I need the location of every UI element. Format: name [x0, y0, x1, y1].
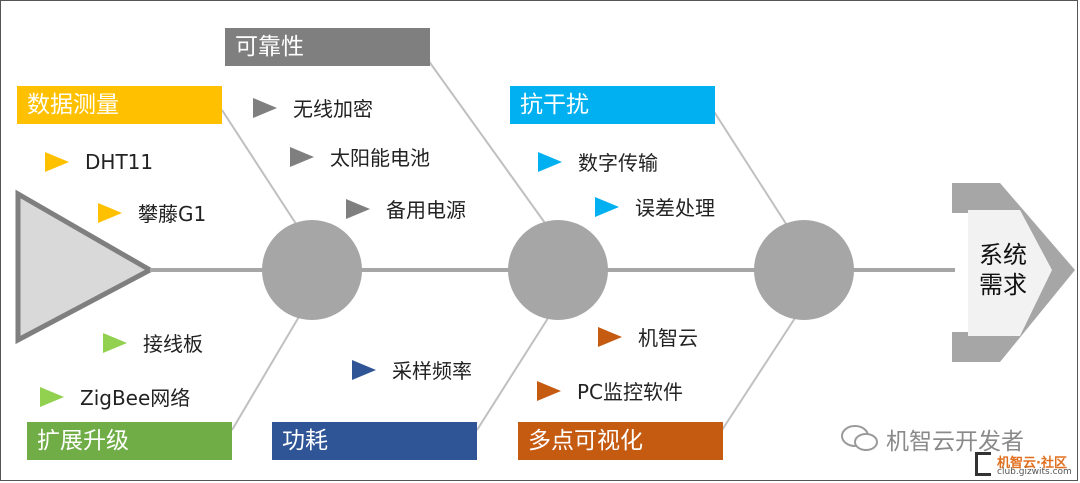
site-name: 机智云·社区 — [997, 456, 1067, 471]
fish-tail — [15, 189, 156, 345]
category-expansion: 扩展升级 — [27, 422, 232, 460]
category-reliability: 可靠性 — [225, 28, 430, 66]
item-label: 机智云 — [638, 326, 698, 350]
triangle-marker-icon — [40, 386, 64, 407]
category-power-label: 功耗 — [282, 427, 328, 454]
fish-head-inner — [968, 210, 1052, 336]
category-visualization: 多点可视化 — [518, 422, 723, 460]
bone-visualization — [721, 314, 798, 431]
item-label: 采样频率 — [392, 359, 472, 383]
triangle-marker-icon — [290, 146, 314, 167]
head-label-line2: 需求 — [979, 271, 1027, 299]
category-visualization-label: 多点可视化 — [528, 427, 643, 454]
item-label: 数字传输 — [578, 151, 658, 175]
triangle-marker-icon — [538, 151, 562, 172]
watermark-brand: 机智云开发者 — [886, 429, 1024, 455]
triangle-marker-icon — [253, 97, 277, 118]
triangle-marker-icon — [352, 359, 376, 380]
item-terminal-board: 接线板 — [103, 328, 203, 357]
item-pc-monitor-software: PC监控软件 — [537, 376, 683, 405]
triangle-marker-icon — [598, 326, 622, 347]
item-error-handling: 误差处理 — [595, 192, 715, 221]
category-reliability-label: 可靠性 — [235, 33, 304, 60]
item-label: PC监控软件 — [577, 380, 684, 404]
item-label: 备用电源 — [386, 198, 466, 222]
triangle-marker-icon — [45, 152, 69, 172]
item-gizwits-cloud: 机智云 — [598, 322, 698, 351]
item-label: 无线加密 — [293, 97, 373, 121]
item-backup-power: 备用电源 — [346, 194, 466, 223]
item-label: 攀藤G1 — [138, 202, 207, 226]
triangle-marker-icon — [103, 332, 127, 353]
triangle-marker-icon — [537, 380, 561, 401]
node-circle-3 — [754, 220, 854, 320]
item-label: DHT11 — [85, 150, 154, 174]
bone-power — [476, 314, 551, 431]
bone-data-measure — [221, 109, 301, 231]
wechat-icon — [841, 425, 878, 451]
item-wireless-encryption: 无线加密 — [253, 93, 373, 122]
item-digital-transmission: 数字传输 — [538, 147, 658, 176]
triangle-marker-icon — [98, 202, 122, 223]
node-circle-2 — [508, 220, 608, 320]
item-label: 太阳能电池 — [330, 146, 430, 170]
item-sampling-rate: 采样频率 — [352, 355, 472, 384]
category-data-measure-label: 数据测量 — [27, 91, 119, 118]
triangle-marker-icon — [346, 198, 370, 219]
bone-anti-interference — [712, 109, 791, 231]
site-url: club.gizwits.com — [997, 467, 1072, 477]
category-power: 功耗 — [272, 422, 477, 460]
category-expansion-label: 扩展升级 — [37, 427, 129, 454]
category-anti-interference: 抗干扰 — [510, 86, 715, 124]
item-dht11: DHT11 — [45, 150, 153, 174]
bone-reliability — [427, 59, 551, 231]
triangle-marker-icon — [595, 196, 619, 217]
item-label: 接线板 — [143, 332, 203, 356]
item-label: ZigBee网络 — [80, 386, 191, 410]
bone-expansion — [231, 314, 301, 431]
category-data-measure: 数据测量 — [17, 86, 222, 124]
head-label-line1: 系统 — [979, 241, 1027, 269]
item-label: 误差处理 — [635, 196, 715, 220]
node-circle-1 — [262, 220, 362, 320]
head-label: 系统 需求 — [972, 240, 1034, 300]
item-solar-battery: 太阳能电池 — [290, 142, 430, 171]
item-pantower-g1: 攀藤G1 — [98, 198, 206, 227]
site-logo-icon — [975, 452, 991, 476]
item-zigbee-network: ZigBee网络 — [40, 382, 190, 411]
category-anti-interference-label: 抗干扰 — [520, 91, 589, 118]
